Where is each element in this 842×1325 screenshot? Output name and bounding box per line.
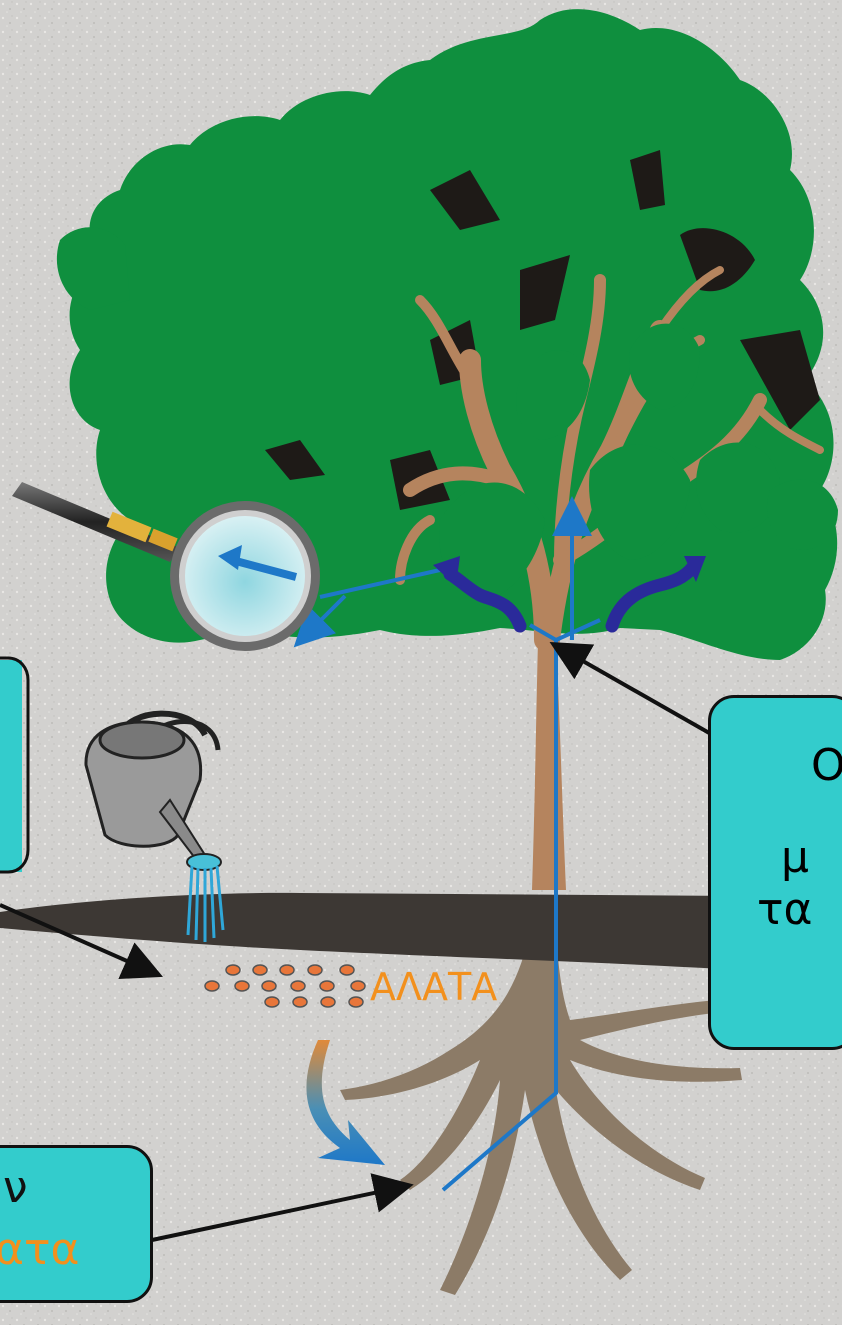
- callout-roots-line1: ν: [3, 1166, 28, 1210]
- salts-label: ΑΛΑΤΑ: [370, 965, 497, 1009]
- callout-trunk-line2: μ: [781, 836, 809, 880]
- callout-roots-line2: ατα: [0, 1228, 80, 1272]
- callout-trunk: Ο μ τα: [708, 695, 842, 1050]
- callout-roots: ν ατα: [0, 1145, 153, 1303]
- callout-trunk-line3: τα: [757, 888, 813, 932]
- callout-trunk-line1: Ο: [811, 744, 842, 788]
- callout-left-fill: [0, 660, 22, 872]
